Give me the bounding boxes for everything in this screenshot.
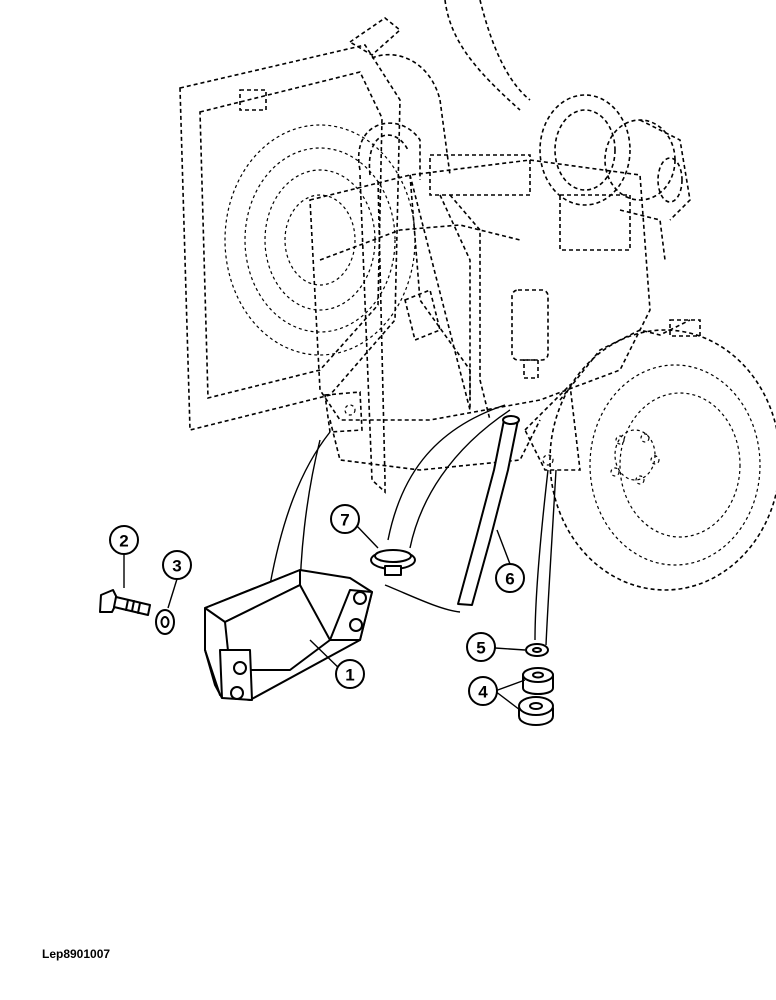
engine-assembly-phantom bbox=[179, 0, 776, 591]
part-6-hose bbox=[457, 415, 520, 606]
part-4-mounting-rubbers bbox=[518, 667, 554, 726]
part-5-rubber-washer bbox=[525, 643, 549, 657]
callout-1: 1 bbox=[309, 639, 365, 689]
rear-mount-bracket bbox=[524, 383, 581, 471]
callout-7: 7 bbox=[330, 504, 379, 549]
callout-1-label: 1 bbox=[345, 666, 354, 685]
flywheel-housing bbox=[549, 319, 776, 591]
callout-6: 6 bbox=[495, 529, 525, 593]
callout-2-label: 2 bbox=[119, 532, 128, 551]
callout-6-label: 6 bbox=[505, 570, 514, 589]
engine-block bbox=[309, 154, 651, 471]
drawing-reference: Lep8901007 bbox=[42, 947, 110, 961]
coolant-hoses bbox=[357, 0, 531, 494]
assembly-guide-lines bbox=[269, 404, 557, 646]
callout-2: 2 bbox=[109, 525, 139, 588]
callout-4: 4 bbox=[468, 676, 526, 711]
part-1-engine-bracket bbox=[204, 569, 373, 701]
callout-5-label: 5 bbox=[476, 639, 485, 658]
callout-4-label: 4 bbox=[478, 683, 488, 702]
callout-7-label: 7 bbox=[340, 511, 349, 530]
callout-3-label: 3 bbox=[172, 557, 181, 576]
front-mount-pad bbox=[324, 391, 363, 433]
callout-5: 5 bbox=[466, 632, 526, 662]
part-7-hose-clamp bbox=[370, 549, 416, 576]
callout-3: 3 bbox=[162, 550, 192, 609]
part-3-washer bbox=[155, 609, 175, 635]
part-2-bolt bbox=[99, 589, 151, 616]
turbo-pulley bbox=[539, 94, 691, 261]
